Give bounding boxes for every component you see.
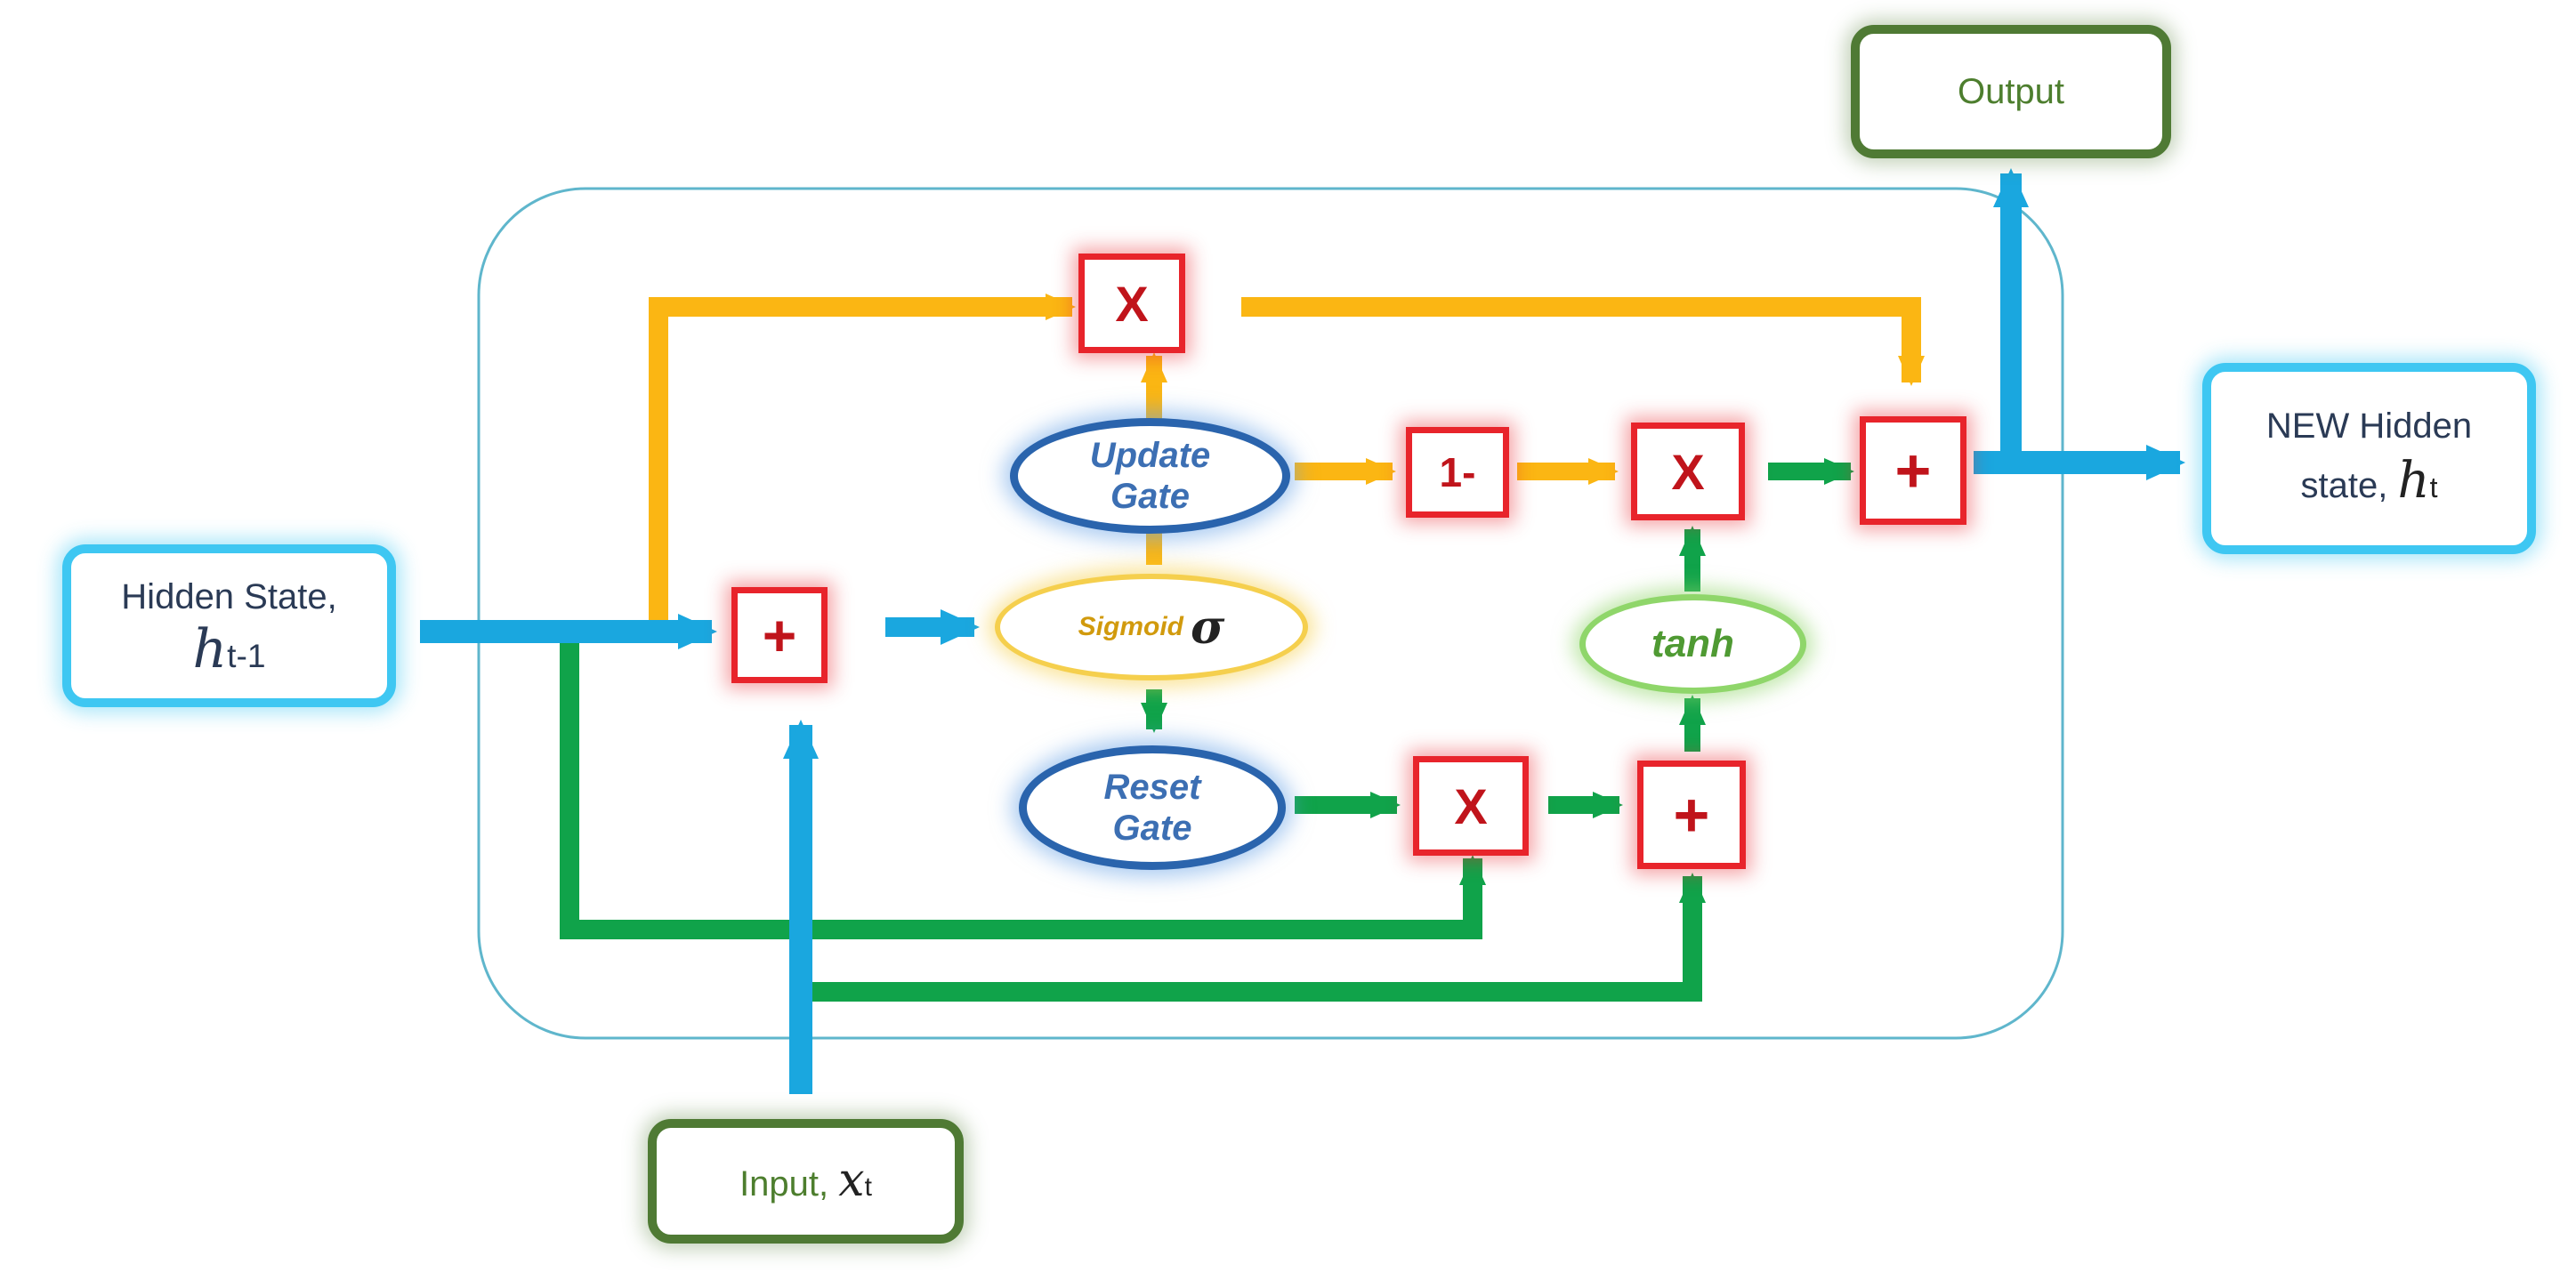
hidden-state-symbol: h [192,617,228,680]
input-symbol: x [838,1154,865,1208]
reset-gate: Reset Gate [1019,745,1286,870]
new-hidden-symbol: h [2397,452,2430,511]
output-node: Output [1851,25,2171,158]
flow-input-to-add-candidate [801,873,1706,1002]
add-candidate-operator: + [1637,761,1746,869]
flow-hidden-to-mult-reset [560,632,1486,939]
input-label: Input, [739,1164,839,1204]
sigmoid-label: Sigmoid [1078,612,1183,641]
reset-gate-line2: Gate [1112,809,1192,848]
multiply-right-operator: X [1631,423,1745,520]
tanh-label: tanh [1651,622,1734,665]
update-gate: Update Gate [1010,418,1290,534]
multiply-reset-operator: X [1413,756,1529,856]
flow-mult-top-to-add-output [1241,297,1925,386]
update-gate-line1: Update [1089,436,1211,475]
output-label: Output [1957,72,2065,111]
hidden-state-input-node: Hidden State, ht-1 [62,544,396,707]
add-output-operator: + [1860,416,1966,525]
tanh-node: tanh [1579,594,1806,694]
new-hidden-label-line2: state, [2300,466,2398,506]
sigmoid-node: Sigmoid σ [995,574,1308,680]
flow-hidden-to-mult-top [649,294,1076,627]
update-gate-line2: Gate [1110,477,1190,516]
input-subscript: t [864,1172,872,1203]
one-minus-operator: 1- [1406,427,1509,518]
hidden-state-label: Hidden State, [121,576,337,616]
hidden-state-subscript: t-1 [227,636,266,674]
add-input-operator: + [731,587,828,683]
new-hidden-subscript: t [2429,471,2438,504]
reset-gate-line1: Reset [1103,768,1201,807]
new-hidden-label-line1: NEW Hidden [2265,407,2473,447]
new-hidden-state-node: NEW Hidden state, ht [2202,363,2536,554]
sigma-icon: σ [1191,600,1225,655]
gru-cell-frame [477,187,2064,1040]
input-node: Input, xt [648,1119,964,1244]
multiply-top-operator: X [1078,254,1185,353]
